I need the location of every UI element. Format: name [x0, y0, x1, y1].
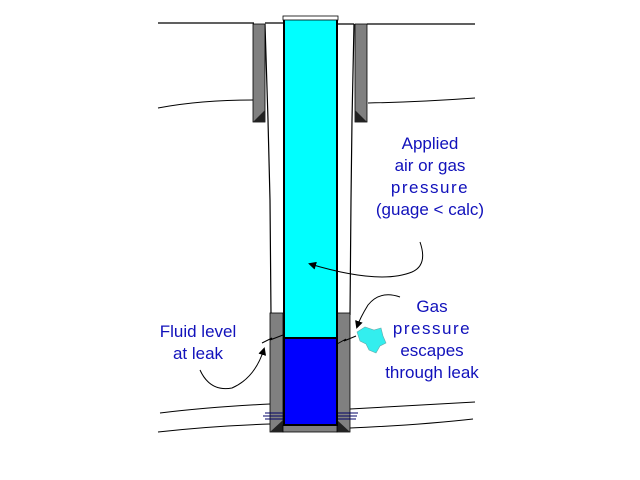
arrow-fluid-level — [199, 347, 267, 390]
formation-line-upper-right — [367, 97, 476, 104]
arrow-gas-escape — [355, 294, 401, 329]
label-applied-pressure: Applied air or gas pressure (guage < cal… — [355, 133, 505, 221]
escaping-gas-bubble — [356, 326, 387, 354]
tubing-gas-column — [283, 16, 338, 339]
label-line: pressure — [392, 319, 472, 338]
leak-zigzag-left — [261, 334, 284, 344]
label-line: escapes — [400, 341, 464, 360]
tubing-cap — [282, 15, 339, 21]
formation-line-lower-right-2 — [349, 418, 474, 429]
label-line: Fluid level — [159, 322, 237, 341]
perforation-marks — [263, 412, 358, 420]
formation-line-lower-right-1 — [349, 401, 476, 410]
surface-casing — [252, 23, 368, 123]
open-hole-wall-right — [349, 23, 355, 316]
arrow-applied-pressure — [308, 241, 424, 278]
fluid-column — [283, 337, 338, 426]
label-line: Gas — [416, 297, 448, 316]
label-line: Applied — [401, 134, 459, 153]
leak-zigzag-right — [336, 335, 357, 345]
label-line: through leak — [385, 363, 479, 382]
label-line: (guage < calc) — [375, 200, 485, 219]
formation-line-upper-left — [157, 99, 254, 109]
label-line: air or gas — [394, 156, 466, 175]
label-gas-escape: Gas pressure escapes through leak — [372, 296, 492, 384]
label-line: pressure — [390, 178, 470, 197]
formation-line-lower-left-1 — [159, 403, 271, 414]
label-line: at leak — [172, 344, 224, 363]
formation-line-lower-left-2 — [157, 423, 271, 433]
open-hole-wall-left — [264, 23, 272, 316]
label-fluid-level: Fluid level at leak — [148, 321, 248, 365]
